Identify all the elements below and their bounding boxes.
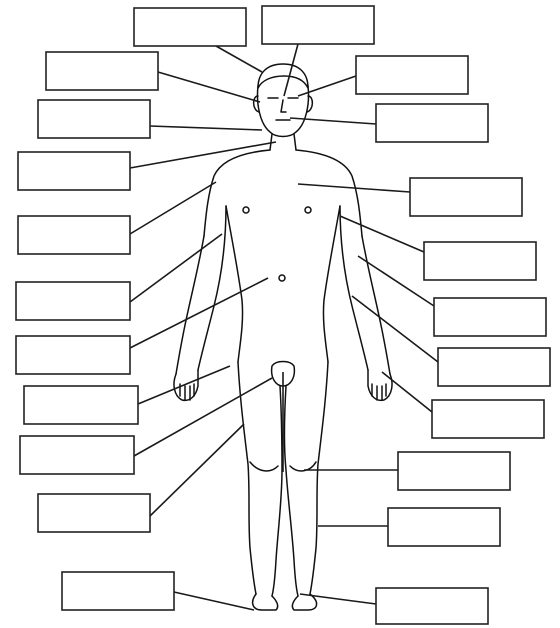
leader-line	[150, 126, 262, 130]
label-box[interactable]	[376, 104, 488, 142]
leader-line	[130, 234, 222, 302]
leader-line	[300, 594, 376, 604]
leader-line	[358, 256, 434, 306]
label-box[interactable]	[18, 152, 130, 190]
label-box[interactable]	[410, 178, 522, 216]
label-box[interactable]	[388, 508, 500, 546]
torso-left-side	[226, 206, 243, 362]
left-shoulder	[204, 150, 270, 236]
torso-right-side	[323, 206, 340, 362]
leader-line	[284, 44, 298, 96]
human-body-figure	[174, 64, 392, 610]
left-foot	[253, 594, 278, 610]
label-box[interactable]	[62, 572, 174, 610]
leader-line	[174, 592, 254, 610]
label-box[interactable]	[398, 452, 510, 490]
label-box[interactable]	[46, 52, 158, 90]
neck-right	[294, 134, 296, 150]
leader-line	[150, 424, 244, 516]
label-box[interactable]	[18, 216, 130, 254]
navel	[279, 275, 285, 281]
leader-line	[340, 216, 424, 252]
label-box[interactable]	[20, 436, 134, 474]
label-box[interactable]	[16, 336, 130, 374]
leader-line	[158, 72, 260, 102]
leader-line	[382, 372, 432, 412]
leader-line	[134, 378, 272, 456]
label-box[interactable]	[38, 100, 150, 138]
label-box[interactable]	[434, 298, 546, 336]
left-knee	[250, 462, 278, 471]
label-box[interactable]	[356, 56, 468, 94]
label-box[interactable]	[262, 6, 374, 44]
label-box[interactable]	[16, 282, 130, 320]
label-box[interactable]	[424, 242, 536, 280]
leader-line	[130, 142, 276, 168]
label-box[interactable]	[438, 348, 550, 386]
leader-line	[130, 182, 216, 234]
left-leg-outer	[238, 362, 256, 594]
leader-line	[216, 46, 262, 72]
right-shoulder	[296, 150, 362, 236]
leader-line	[130, 278, 268, 348]
label-box[interactable]	[432, 400, 544, 438]
label-box[interactable]	[376, 588, 488, 624]
right-arm-inner	[340, 206, 368, 370]
nipple-left	[243, 207, 249, 213]
nose	[281, 100, 286, 112]
label-box[interactable]	[38, 494, 150, 532]
left-leg-inner	[272, 386, 282, 596]
left-arm-inner	[198, 206, 226, 370]
label-box[interactable]	[134, 8, 246, 46]
leader-line	[352, 296, 438, 362]
nipple-right	[305, 207, 311, 213]
leader-line	[138, 366, 230, 404]
label-boxes	[16, 6, 550, 624]
label-box[interactable]	[24, 386, 138, 424]
right-leg-outer	[310, 362, 328, 594]
right-leg-inner	[285, 386, 299, 596]
right-arm-outer	[362, 236, 390, 374]
hair	[258, 64, 308, 88]
